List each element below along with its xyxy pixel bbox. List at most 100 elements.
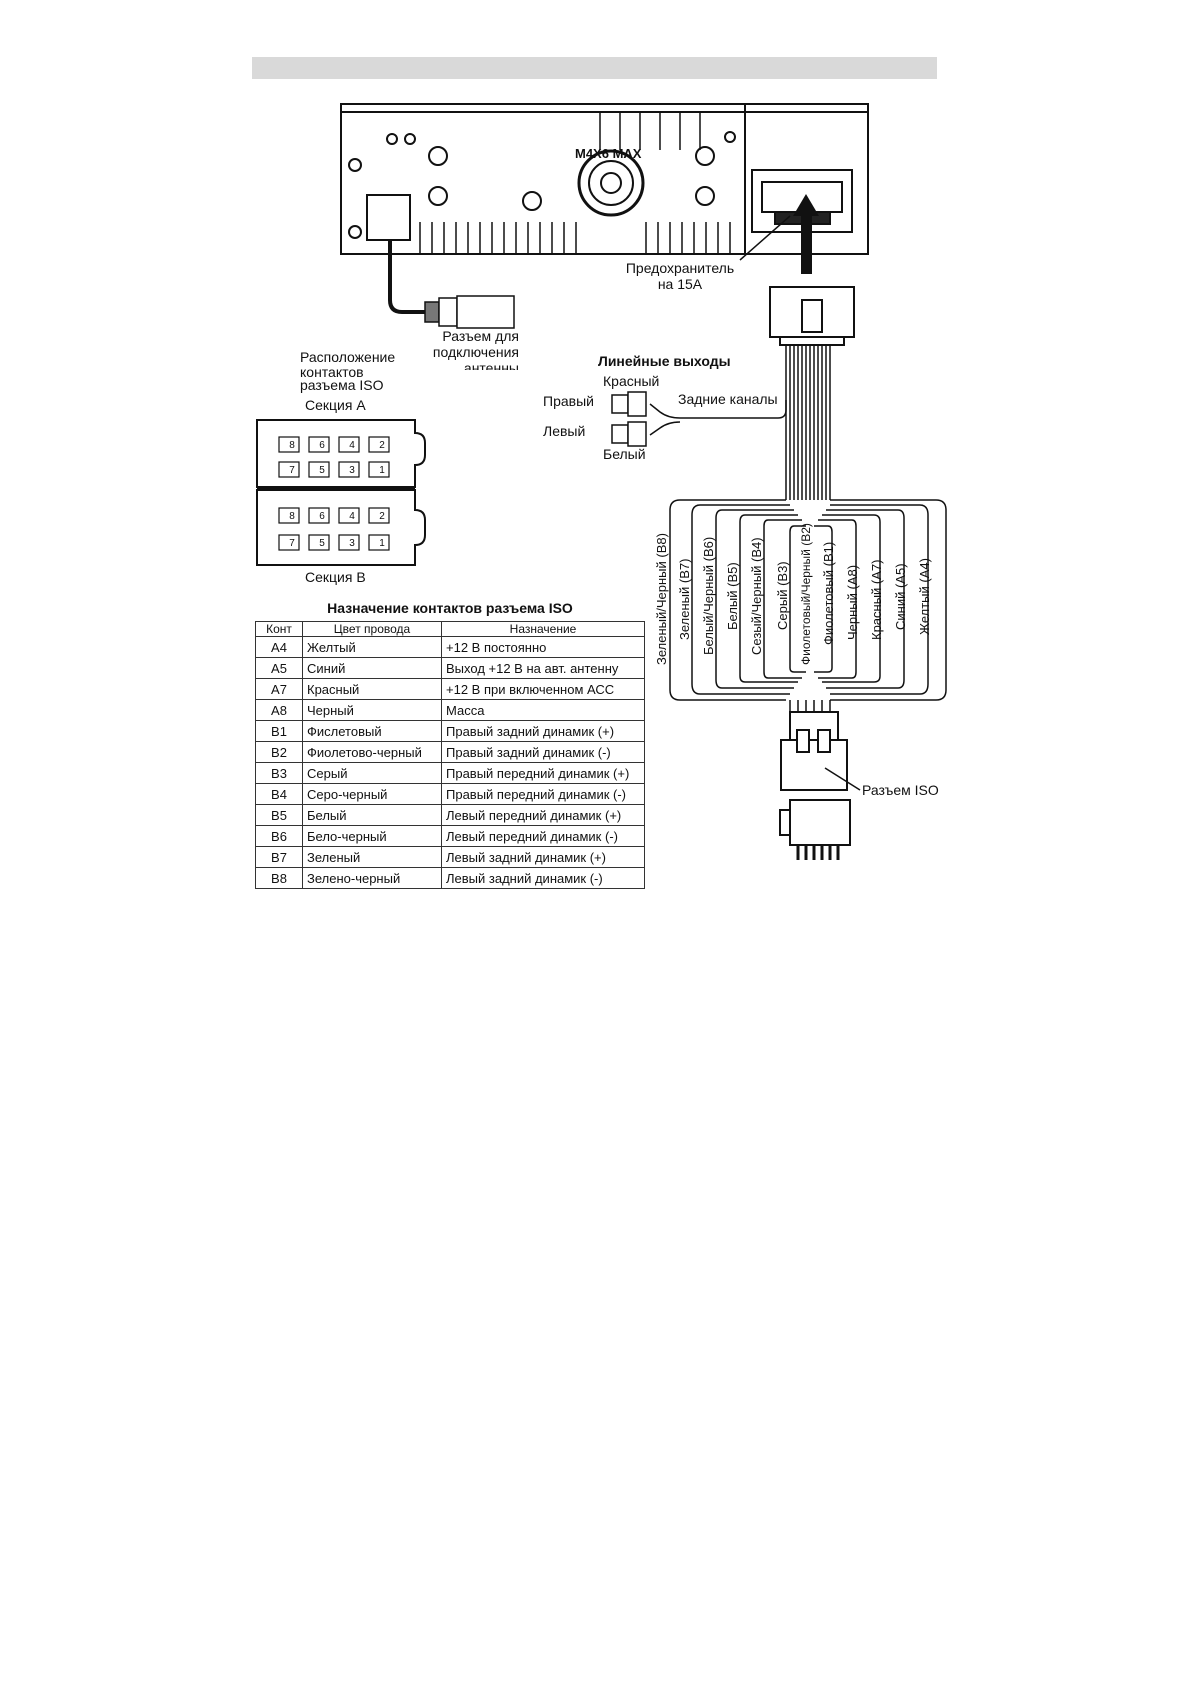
table-cell-pin: А5 <box>255 657 303 679</box>
harness-bundle <box>649 345 947 715</box>
table-row: А5 Синий Выход +12 В на авт. антенну <box>255 657 645 679</box>
wire-label-b3: Серый (B3) <box>775 561 790 630</box>
table-cell-color: Белый <box>302 804 442 826</box>
table-cell-pin: В2 <box>255 741 303 763</box>
table-cell-pin: В7 <box>255 846 303 868</box>
iso-pin-numbers: 8 6 4 2 7 5 3 1 8 6 4 2 7 5 3 1 <box>289 440 385 549</box>
table-header-row: Конт Цвет провода Назначение <box>255 621 645 637</box>
iso-layout-title-line3: разъема ISO <box>300 377 384 393</box>
section-a-label: Секция А <box>305 397 366 413</box>
section-b-label: Секция В <box>305 569 366 585</box>
table-cell-purpose: Левый передний динамик (+) <box>441 804 645 826</box>
table-cell-pin: В6 <box>255 825 303 847</box>
radio-model-label: M4X6 MAX <box>575 146 642 161</box>
pin-a7: 7 <box>289 465 295 476</box>
table-cell-pin: В1 <box>255 720 303 742</box>
wire-label-a7: Красный (A7) <box>869 560 884 641</box>
wire-label-b7: Зеленый (B7) <box>677 559 692 640</box>
pin-b3: 3 <box>349 538 355 549</box>
wire-label-b8: Зеленый/Черный (B8) <box>654 533 669 665</box>
table-cell-purpose: +12 В постоянно <box>441 636 645 658</box>
radio-unit <box>340 103 869 255</box>
table-row: В6 Бело-черный Левый передний динамик (-… <box>255 825 645 847</box>
pin-a5: 5 <box>319 465 325 476</box>
table-header-purpose: Назначение <box>441 621 645 637</box>
antenna-label: Разъем для подключения антенны <box>425 328 519 370</box>
table-row: В4 Серо-черный Правый передний динамик (… <box>255 783 645 805</box>
wire-label-a8: Черный (A8) <box>845 565 860 640</box>
line-outputs-title: Линейные выходы <box>598 353 731 369</box>
table-cell-color: Желтый <box>302 636 442 658</box>
table-cell-color: Серый <box>302 762 442 784</box>
table-cell-purpose: +12 В при включенном АСС <box>441 678 645 700</box>
table-cell-color: Зелено-черный <box>302 867 442 889</box>
table-cell-purpose: Левый передний динамик (-) <box>441 825 645 847</box>
antenna-cable <box>388 240 515 329</box>
pin-a3: 3 <box>349 465 355 476</box>
table-row: В3 Серый Правый передний динамик (+) <box>255 762 645 784</box>
iso-pins <box>278 436 390 551</box>
table-cell-color: Фиолетово-черный <box>302 741 442 763</box>
antenna-label-line1: Разъем для <box>442 328 519 344</box>
rca-right-label: Правый <box>543 393 594 409</box>
table-cell-color: Фислетовый <box>302 720 442 742</box>
table-cell-pin: В4 <box>255 783 303 805</box>
table-cell-color: Синий <box>302 657 442 679</box>
table-cell-pin: А4 <box>255 636 303 658</box>
table-header-color: Цвет провода <box>302 621 442 637</box>
table-cell-purpose: Выход +12 В на авт. антенну <box>441 657 645 679</box>
iso-pin-table: Конт Цвет провода Назначение А4 Желтый +… <box>255 621 645 889</box>
table-cell-color: Серо-черный <box>302 783 442 805</box>
iso-layout-title: Расположение контактов разъема ISO <box>300 349 395 393</box>
table-cell-purpose: Левый задний динамик (-) <box>441 867 645 889</box>
antenna-label-line3: антенны <box>463 360 519 370</box>
table-row: В8 Зелено-черный Левый задний динамик (-… <box>255 867 645 889</box>
table-row: В2 Фиолетово-черный Правый задний динами… <box>255 741 645 763</box>
iso-layout-title-line2: контактов <box>300 365 364 377</box>
pin-b5: 5 <box>319 538 325 549</box>
iso-connector-label: Разъем ISO <box>862 782 939 798</box>
table-cell-purpose: Правый передний динамик (-) <box>441 783 645 805</box>
table-cell-pin: А7 <box>255 678 303 700</box>
wire-label-b1: Фиолетовый (B1) <box>821 542 836 645</box>
pin-a6: 6 <box>319 440 325 451</box>
antenna-label-line2: подключения <box>432 344 519 360</box>
pin-a8: 8 <box>289 440 295 451</box>
pin-b1: 1 <box>379 538 385 549</box>
pin-b6: 6 <box>319 511 325 522</box>
rca-red-label: Красный <box>603 373 660 389</box>
fuse-label-line2: на 15А <box>657 276 703 292</box>
pin-a2: 2 <box>379 440 385 451</box>
table-title: Назначение контактов разъема ISO <box>327 600 573 616</box>
pin-a1: 1 <box>379 465 385 476</box>
table-cell-purpose: Правый задний динамик (+) <box>441 720 645 742</box>
iso-connector-graphic <box>779 711 861 860</box>
rear-channels-label: Задние каналы <box>678 391 778 407</box>
wire-label-b6: Белый/Черный (B6) <box>701 537 716 655</box>
table-cell-color: Красный <box>302 678 442 700</box>
table-cell-purpose: Левый задний динамик (+) <box>441 846 645 868</box>
table-row: В5 Белый Левый передний динамик (+) <box>255 804 645 826</box>
pin-b4: 4 <box>349 511 355 522</box>
table-cell-color: Черный <box>302 699 442 721</box>
pin-a4: 4 <box>349 440 355 451</box>
table-cell-pin: А8 <box>255 699 303 721</box>
fuse-arrow <box>739 194 819 274</box>
rca-left-label: Левый <box>543 423 586 439</box>
table-row: В7 Зеленый Левый задний динамик (+) <box>255 846 645 868</box>
table-row: А7 Красный +12 В при включенном АСС <box>255 678 645 700</box>
wire-label-a5: Синий (A5) <box>893 563 908 630</box>
harness-top-connector <box>769 286 855 346</box>
iso-pin-layout <box>256 419 426 566</box>
wire-labels: Зеленый/Черный (B8) Зеленый (B7) Белый/Ч… <box>654 523 932 665</box>
fuse-label-line1: Предохранитель <box>625 260 735 276</box>
table-cell-color: Бело-черный <box>302 825 442 847</box>
header-bar <box>252 57 937 79</box>
table-row: В1 Фислетовый Правый задний динамик (+) <box>255 720 645 742</box>
iso-layout-title-line1: Расположение <box>300 349 396 365</box>
table-cell-pin: В3 <box>255 762 303 784</box>
table-cell-color: Зеленый <box>302 846 442 868</box>
table-row: А4 Желтый +12 В постоянно <box>255 636 645 658</box>
table-cell-purpose: Масса <box>441 699 645 721</box>
